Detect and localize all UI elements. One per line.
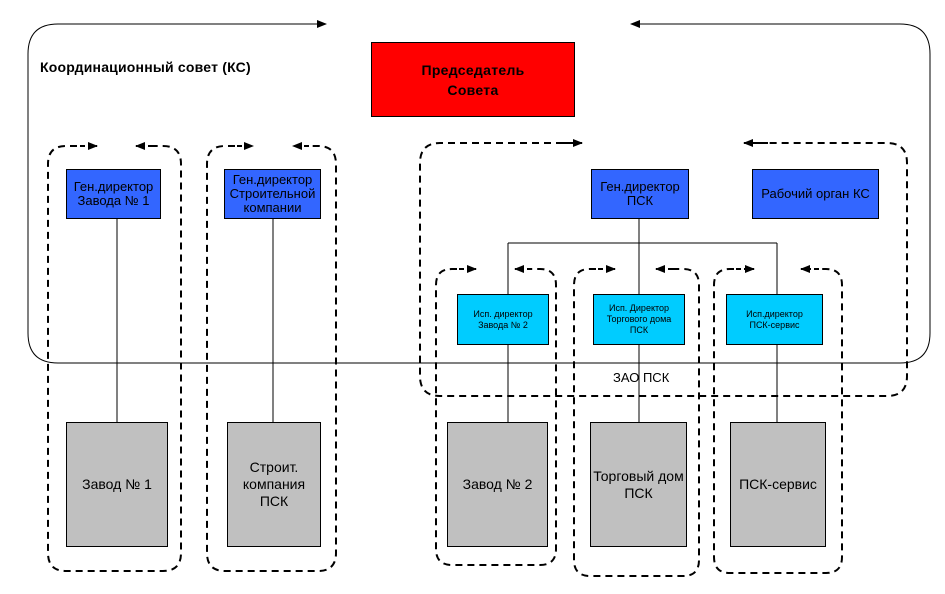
- chairman-label: Председатель Совета: [421, 61, 525, 98]
- gen-director-plant1-box: Ген.директор Завода № 1: [66, 169, 161, 219]
- gen-director-construction-box: Ген.директор Строительной компании: [224, 169, 321, 219]
- zao-label: ЗАО ПСК: [613, 370, 670, 385]
- group-plant2-frame: [435, 268, 557, 566]
- zao-frame: [419, 142, 908, 397]
- chairman-box: Председатель Совета: [371, 42, 575, 117]
- unit-service-label: ПСК-сервис: [739, 476, 817, 492]
- working-body-label: Рабочий орган КС: [761, 186, 870, 201]
- group-trade-frame: [573, 268, 700, 577]
- council-title: Координационный совет (КС): [40, 59, 251, 75]
- unit-plant2-box: Завод № 2: [447, 422, 548, 547]
- group-construction-frame: [206, 145, 337, 572]
- exec-director-service-box: Исп.директор ПСК-сервис: [726, 294, 823, 345]
- unit-plant1-box: Завод № 1: [66, 422, 168, 547]
- unit-plant2-label: Завод № 2: [462, 476, 533, 492]
- exec-director-trade-box: Исп. Директор Торгового дома ПСК: [593, 294, 685, 345]
- group-plant1-frame: [47, 145, 182, 572]
- unit-construction-box: Строит. компания ПСК: [227, 422, 321, 547]
- unit-trade-label: Торговый дом ПСК: [593, 467, 684, 501]
- working-body-box: Рабочий орган КС: [752, 169, 879, 219]
- unit-construction-label: Строит. компания ПСК: [242, 459, 306, 509]
- exec-director-plant2-label: Исп. директор Завода № 2: [473, 308, 533, 330]
- gen-director-psk-box: Ген.директор ПСК: [591, 169, 689, 219]
- gen-director-psk-label: Ген.директор ПСК: [600, 179, 680, 208]
- group-service-frame: [713, 268, 843, 574]
- council-frame: [27, 23, 931, 364]
- unit-plant1-label: Завод № 1: [82, 476, 152, 492]
- unit-service-box: ПСК-сервис: [730, 422, 826, 547]
- gen-director-plant1-label: Ген.директор Завода № 1: [73, 179, 154, 208]
- exec-director-trade-label: Исп. Директор Торгового дома ПСК: [606, 303, 672, 335]
- unit-trade-box: Торговый дом ПСК: [590, 422, 687, 547]
- exec-director-plant2-box: Исп. директор Завода № 2: [457, 294, 549, 345]
- exec-director-service-label: Исп.директор ПСК-сервис: [746, 308, 803, 330]
- gen-director-construction-label: Ген.директор Строительной компании: [229, 172, 316, 215]
